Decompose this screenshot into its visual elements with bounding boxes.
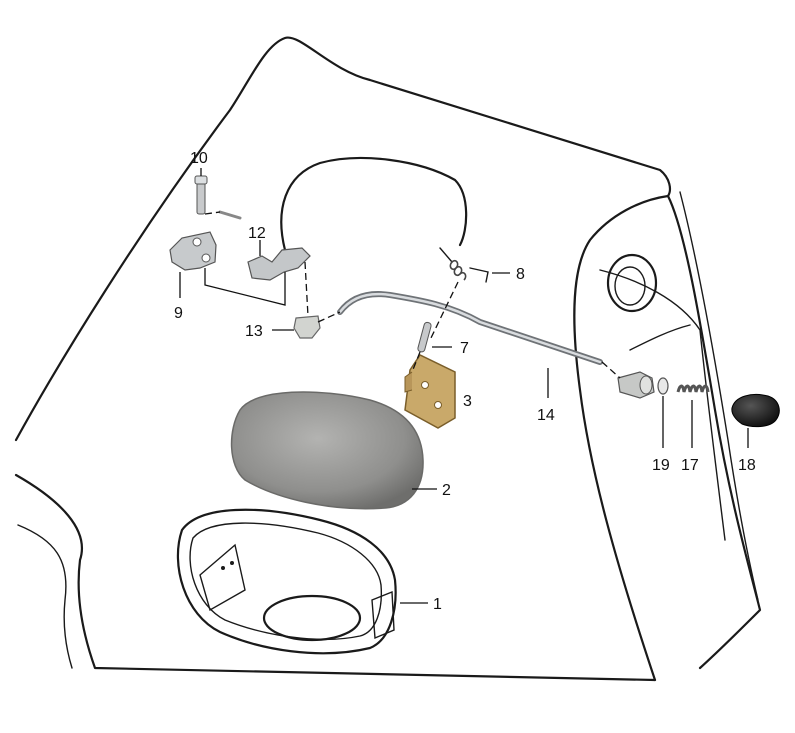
panel-port-hole-inner [614,266,646,306]
dash-pin-to-plate [411,351,421,373]
part-8-spring [439,247,489,283]
dash-12-to-13 [304,261,309,317]
pin-body [417,321,432,353]
dash-bolt-cotter [204,211,221,215]
cotter-pin [218,210,242,220]
spring-arm-1 [439,247,453,263]
part-7-pin [417,321,432,353]
tray-side-tab [371,590,395,640]
spring-17-coil [676,384,710,393]
callout-17: 17 [681,457,699,474]
part-18-knob [731,394,780,428]
part-19-bushing [617,371,669,399]
rod-14-highlight [338,292,602,364]
tray-inner-rim [189,522,383,641]
panel-port-hole [606,253,658,313]
plate-tab [404,371,413,393]
tray-bracket [199,543,246,612]
callout-19: 19 [652,457,670,474]
panel-rear-face [599,269,726,541]
panel-outer-edge [14,36,671,682]
callout-18: 18 [738,457,756,474]
panel-rear-curve [666,194,762,670]
callout-10: 10 [190,150,208,167]
callout-14: 14 [537,407,555,424]
panel-recess-line [629,324,691,351]
part-10-bolt [194,175,242,220]
callout-1: 1 [433,596,442,613]
part-17-spring [676,384,710,393]
leader-lines [179,168,749,604]
bushing-13-body [293,315,321,339]
plate-hole-1 [421,381,429,389]
callout-7: 7 [460,340,469,357]
panel-pillar-line [679,191,759,601]
tray-bracket-hole-2 [230,561,234,565]
part-12-clip [247,247,311,281]
bracket-9-body [169,231,217,271]
bolt-shank [196,179,206,215]
bolt-head [194,175,208,185]
clip-12-body [247,247,311,281]
callout-9: 9 [174,305,183,322]
body-panel [14,36,762,682]
tray-rim [176,508,397,655]
callout-13: 13 [245,323,263,340]
knob-18-body [731,394,780,428]
part-1-tray [176,508,397,655]
callout-8: 8 [516,266,525,283]
plate-body [404,354,456,429]
callout-12: 12 [248,225,266,242]
callout-3: 3 [463,393,472,410]
callout-2: 2 [442,482,451,499]
part-9-bracket [169,231,217,271]
panel-lower-curve [17,524,73,669]
assembly-bracket-line [204,268,286,306]
part-3-plate [404,354,456,429]
tray-speaker-hole [262,594,362,642]
callouts: 1 2 3 7 8 9 10 12 13 14 17 18 19 [174,150,756,613]
panel-window-opening [280,156,468,252]
bushing-19-end [639,375,653,395]
tray-bracket-hole-1 [221,566,225,570]
spring-arm-2 [469,267,489,283]
panel-inner-edge [14,473,657,682]
bracket-9-hole-2 [201,253,211,263]
assembly-lines [204,211,621,379]
foam-block-body [230,391,424,510]
part-13-bushing [293,315,321,339]
spring-coil [449,259,467,281]
plate-hole-2 [434,401,442,409]
dash-13-to-rod [317,311,341,323]
dash-rod-to-bushing [601,361,621,379]
rod-14-body [337,291,603,365]
bracket-9-hole-1 [192,237,202,247]
part-14-rod [337,291,603,365]
washer [657,377,669,395]
part-2-foam-block [230,391,424,510]
